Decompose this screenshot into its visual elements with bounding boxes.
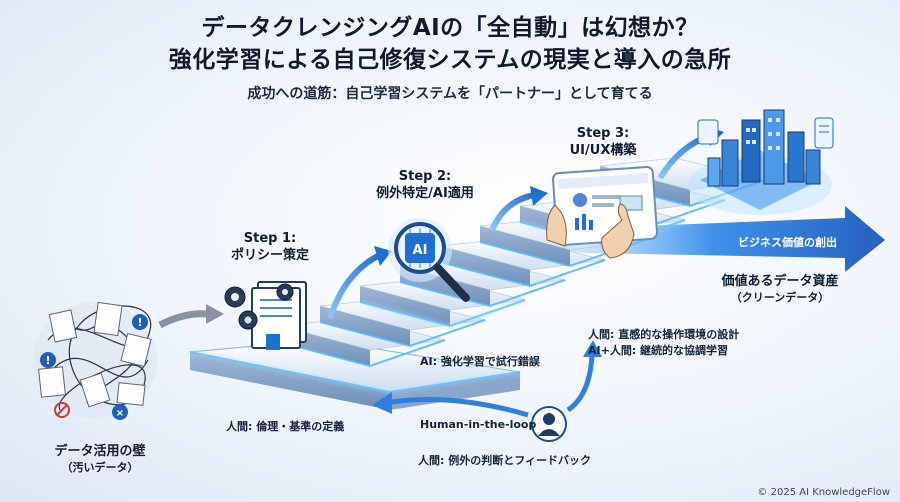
step1-title: ポリシー策定 bbox=[230, 248, 309, 263]
person-icon bbox=[531, 406, 567, 442]
feedback-loop-arrow bbox=[372, 340, 602, 418]
step1-label: Step 1: ポリシー策定 bbox=[215, 230, 325, 264]
start-label-sub: （汚いデータ） bbox=[61, 461, 139, 474]
ai-chip-magnifier-icon: AI bbox=[388, 218, 470, 302]
note-ai-human: AI+人間: 継続的な協調学習 bbox=[588, 344, 729, 357]
dashboard-touch-icon bbox=[546, 166, 658, 259]
page-title-line1: データクレンジングAIの「全自動」は幻想か？ bbox=[201, 15, 699, 41]
step2-title: 例外特定/AI適用 bbox=[376, 186, 474, 201]
start-arrow bbox=[158, 304, 224, 329]
svg-text:×: × bbox=[116, 408, 124, 419]
step3-number: Step 3: bbox=[576, 126, 630, 141]
progress-arrow-2 bbox=[489, 186, 548, 232]
copyright: © 2025 AI KnowledgeFlow bbox=[757, 487, 890, 498]
end-label-title: 価値あるデータ資産 bbox=[721, 274, 839, 289]
step3-title: UI/UX構築 bbox=[569, 143, 637, 158]
start-label: データ活用の壁 （汚いデータ） bbox=[30, 440, 170, 475]
step1-number: Step 1: bbox=[243, 231, 297, 246]
svg-text:AI: AI bbox=[413, 243, 428, 258]
data-city-icon bbox=[688, 109, 834, 215]
note-hitl: Human-in-the-loop bbox=[420, 418, 537, 431]
business-value-arrow bbox=[540, 206, 885, 272]
end-label: 価値あるデータ資産 （クリーンデータ） bbox=[700, 270, 860, 305]
messy-documents-icon: ! ! × bbox=[33, 301, 157, 420]
note-human-feedback: 人間: 例外の判断とフィードバック bbox=[418, 454, 592, 467]
start-label-title: データ活用の壁 bbox=[54, 444, 146, 459]
note-human-ux: 人間: 直感的な操作環境の設計 bbox=[588, 328, 740, 341]
step3-label: Step 3: UI/UX構築 bbox=[548, 125, 658, 159]
note-human-ethics: 人間: 倫理・基準の定義 bbox=[226, 420, 345, 433]
policy-document-gears-icon bbox=[224, 281, 307, 350]
step2-number: Step 2: bbox=[398, 169, 452, 184]
note-ai-trial: AI: 強化学習で試行錯誤 bbox=[420, 355, 540, 368]
svg-text:!: ! bbox=[137, 316, 142, 329]
page-subtitle: 成功への道筋：自己学習システムを「パートナー」として育てる bbox=[247, 86, 653, 102]
page-title-line2: 強化学習による自己修復システムの現実と導入の急所 bbox=[168, 47, 732, 73]
end-label-sub: （クリーンデータ） bbox=[730, 291, 830, 304]
step2-label: Step 2: 例外特定/AI適用 bbox=[360, 168, 490, 202]
arrow-banner-label: ビジネス価値の創出 bbox=[738, 236, 837, 249]
progress-arrow-1 bbox=[327, 246, 392, 319]
svg-text:!: ! bbox=[45, 354, 50, 367]
